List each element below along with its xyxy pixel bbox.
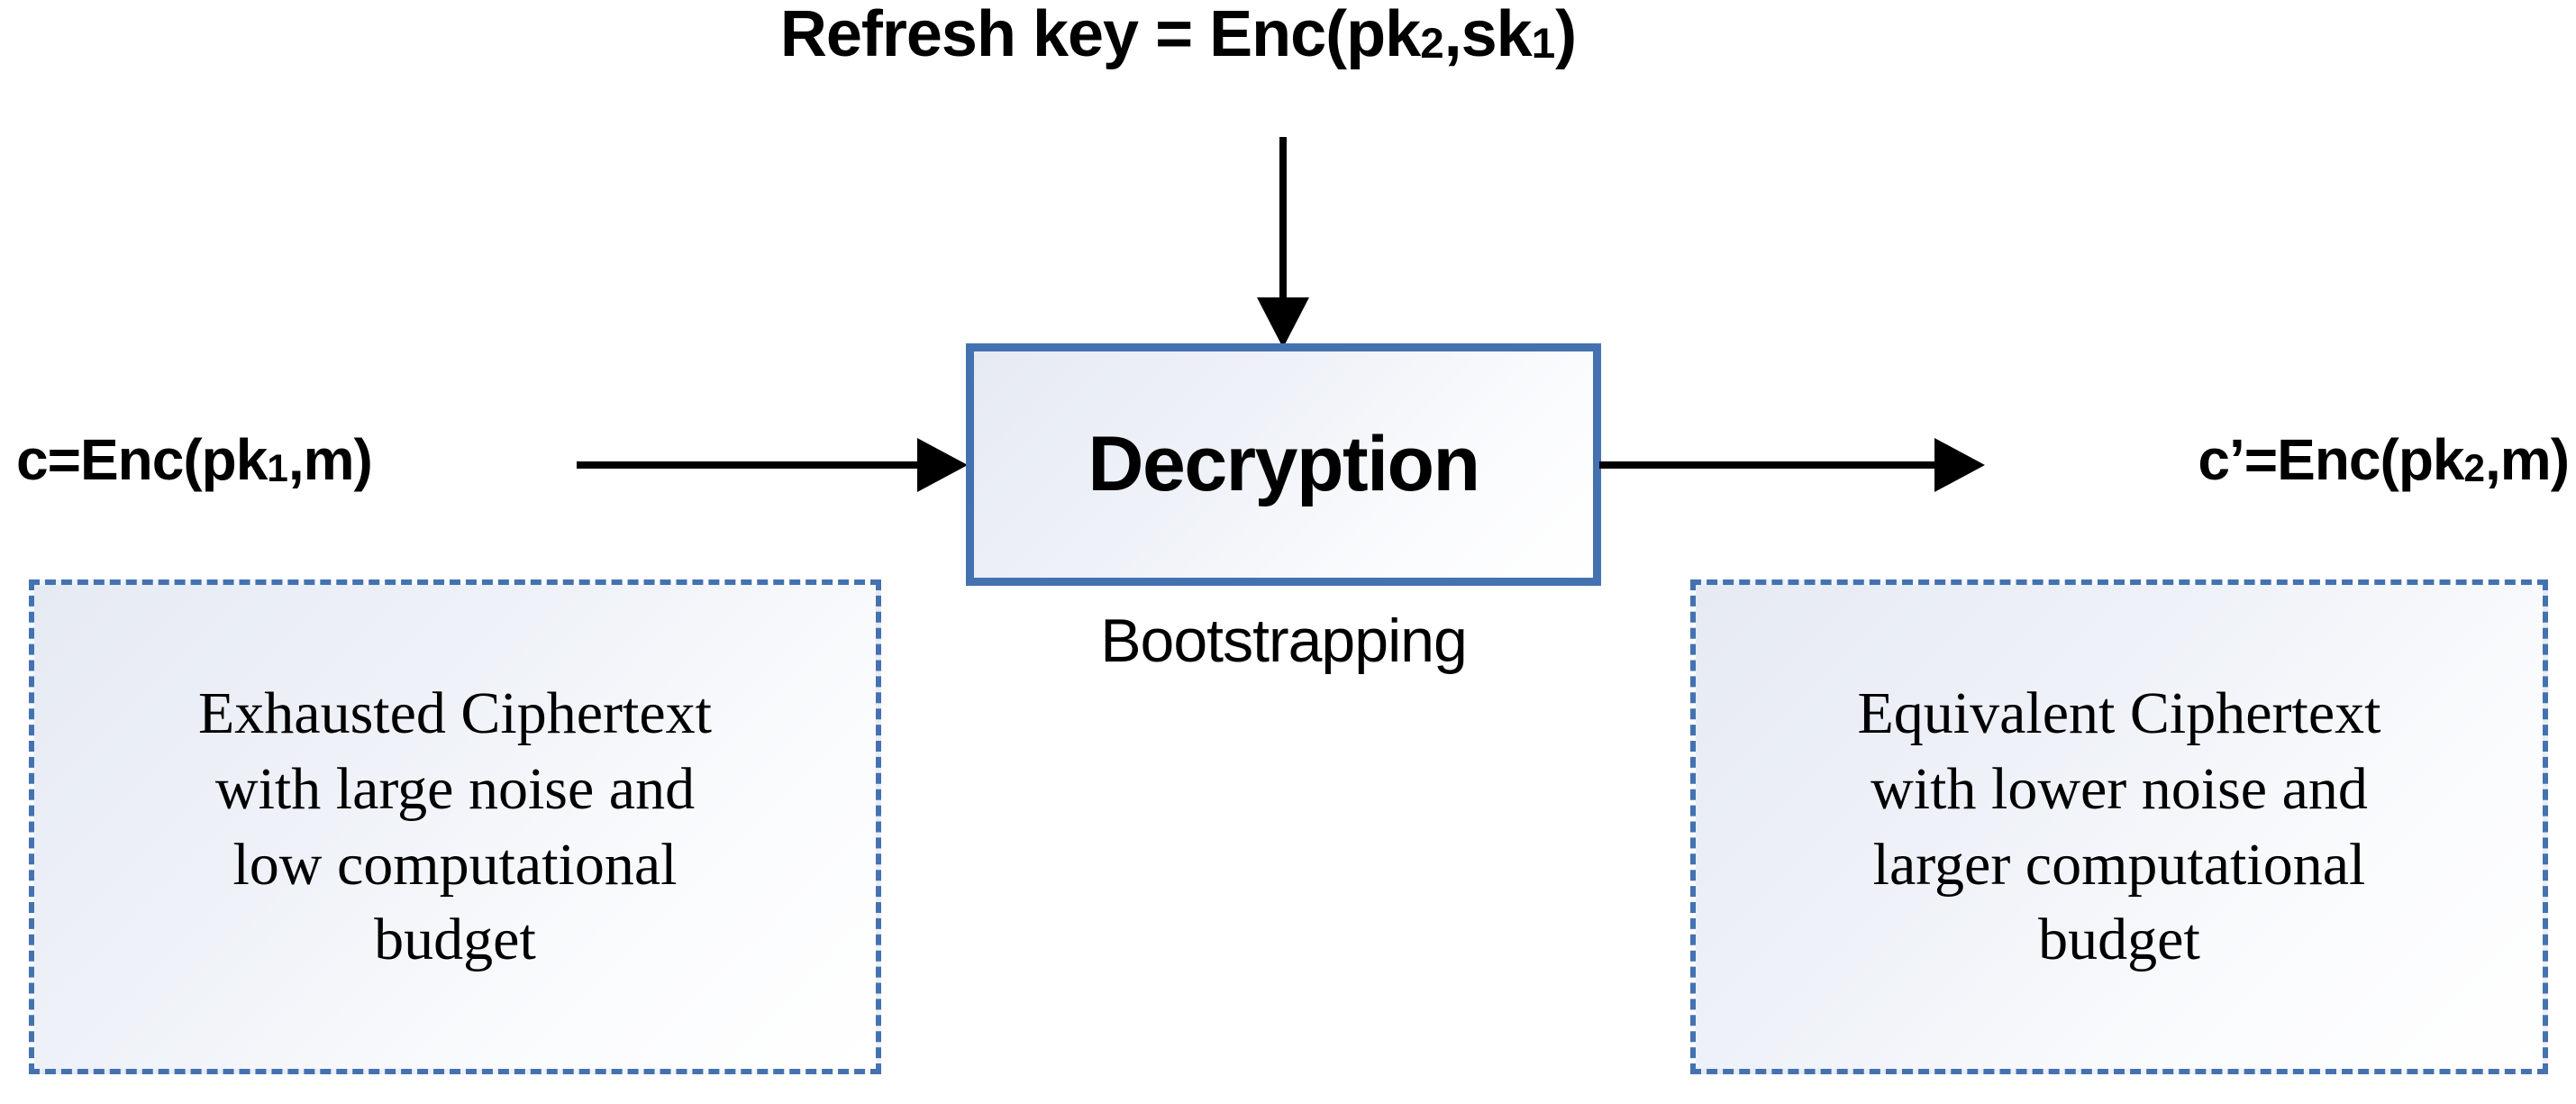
refresh-key-title-suffix: ): [1555, 0, 1577, 70]
refresh-key-title-subscript-2: 2: [1420, 19, 1444, 68]
input-arrow-shaft: [577, 461, 921, 469]
right-note-line-1: Equivalent Ciphertext: [1857, 680, 2381, 746]
right-note-line-4: budget: [2038, 907, 2200, 973]
left-note-line-2: with large noise and: [214, 755, 696, 822]
decryption-process-box[interactable]: Decryption: [966, 343, 1601, 586]
refresh-key-title-prefix: Refresh key = Enc(pk: [779, 0, 1421, 70]
refresh-key-title: Refresh key = Enc(pk2,sk1): [0, 2, 2576, 67]
output-arrow-shaft: [1599, 461, 1938, 469]
left-note-line-3: low computational: [232, 831, 678, 898]
input-ciphertext-label: c=Enc(pk1,m): [16, 431, 373, 489]
input-ciphertext-suffix: ,m): [287, 427, 373, 492]
input-ciphertext-prefix: c=Enc(pk: [16, 427, 268, 492]
refresh-key-arrow-head: [1257, 297, 1309, 348]
output-ciphertext-subscript: 2: [2463, 446, 2486, 489]
output-ciphertext-suffix: ,m): [2485, 427, 2570, 492]
bootstrapping-caption: Bootstrapping: [1100, 607, 1468, 675]
right-ciphertext-note: Equivalent Ciphertext with lower noise a…: [1690, 579, 2548, 1074]
output-ciphertext-arrow: [1599, 438, 1985, 492]
output-ciphertext-prefix: c’=Enc(pk: [2198, 427, 2464, 492]
left-note-line-4: budget: [374, 907, 536, 973]
left-note-line-1: Exhausted Ciphertext: [197, 680, 713, 746]
refresh-key-title-subscript-1: 1: [1531, 19, 1556, 68]
output-ciphertext-label: c’=Enc(pk2,m): [2198, 431, 2570, 489]
left-note-text: Exhausted Ciphertext with large noise an…: [34, 676, 876, 978]
input-arrow-head: [917, 438, 968, 492]
output-arrow-head: [1934, 438, 1985, 492]
left-ciphertext-note: Exhausted Ciphertext with large noise an…: [29, 579, 881, 1074]
decryption-box-label: Decryption: [1088, 421, 1480, 507]
input-ciphertext-arrow: [577, 438, 968, 492]
refresh-key-arrow-shaft: [1279, 137, 1287, 301]
right-note-line-3: larger computational: [1872, 831, 2366, 898]
input-ciphertext-subscript: 1: [267, 446, 288, 489]
right-note-text: Equivalent Ciphertext with lower noise a…: [1696, 676, 2543, 978]
refresh-key-title-mid: ,sk: [1443, 0, 1533, 70]
right-note-line-2: with lower noise and: [1871, 755, 2368, 822]
refresh-key-arrow: [1256, 137, 1310, 348]
